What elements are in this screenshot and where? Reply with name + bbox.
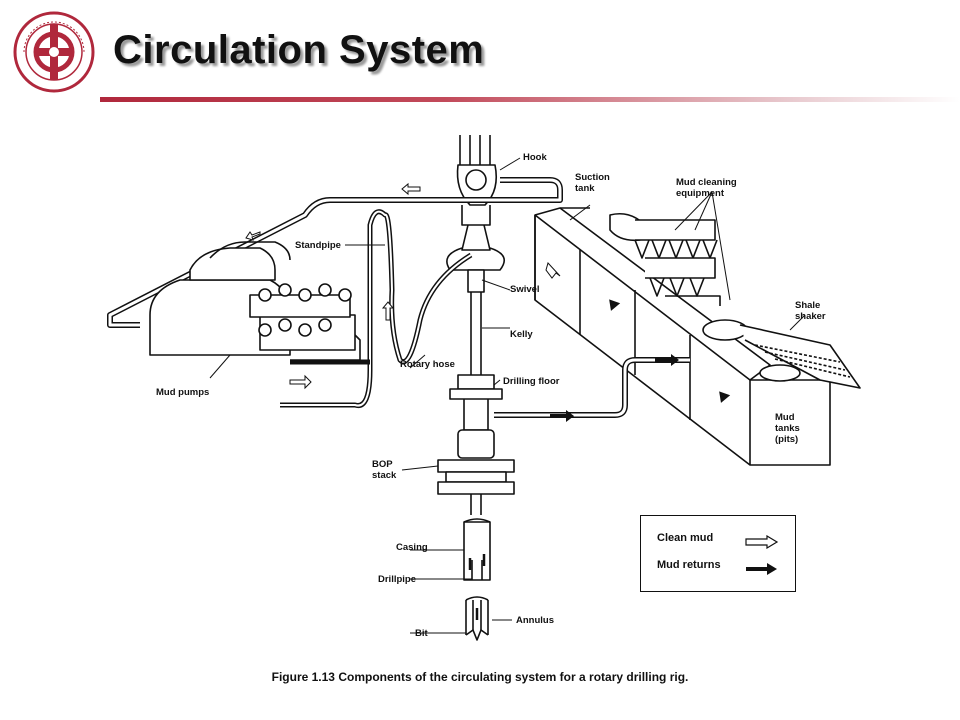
label-mud-cleaning-2: equipment	[676, 188, 725, 199]
label-annulus: Annulus	[516, 615, 554, 626]
mud-pumps-shape	[149, 241, 361, 361]
label-drilling-floor: Drilling floor	[503, 376, 560, 387]
page-title: Circulation System	[113, 28, 485, 72]
label-bop-stack-2: stack	[372, 470, 397, 481]
label-bop-stack: BOP	[372, 459, 393, 470]
label-shale-shaker-2: shaker	[795, 311, 826, 322]
label-kelly: Kelly	[510, 329, 533, 340]
mud-tanks-shape	[534, 207, 831, 466]
legend-clean-mud: Clean mud	[657, 532, 714, 544]
circulation-diagram: Hook Suction tank Mud cleaning equipment…	[107, 135, 861, 641]
label-suction-tank: Suction	[575, 172, 610, 183]
shale-shaker-shape	[702, 319, 861, 389]
legend-mud-returns: Mud returns	[657, 559, 721, 571]
label-standpipe: Standpipe	[295, 240, 341, 251]
mud-cleaning-shape	[609, 212, 721, 306]
label-mud-tanks-3: (pits)	[775, 434, 798, 445]
university-seal-icon	[13, 11, 95, 93]
hollow-arrow-icon	[745, 535, 779, 549]
label-suction-tank-2: tank	[575, 183, 595, 194]
drill-string	[437, 247, 515, 641]
label-casing: Casing	[396, 542, 428, 553]
label-bit: Bit	[415, 628, 429, 639]
label-rotary-hose: Rotary hose	[400, 359, 455, 370]
label-drillpipe: Drillpipe	[378, 574, 416, 585]
label-mud-tanks-2: tanks	[775, 423, 800, 434]
label-mud-cleaning: Mud cleaning	[676, 177, 737, 188]
hook-assembly	[456, 135, 498, 251]
label-swivel: Swivel	[510, 284, 540, 295]
legend: Clean mud Mud returns	[640, 515, 796, 592]
title-rule	[100, 97, 960, 102]
label-mud-tanks: Mud	[775, 412, 795, 423]
figure-caption: Figure 1.13 Components of the circulatin…	[271, 670, 689, 684]
label-hook: Hook	[523, 152, 547, 163]
label-mud-pumps: Mud pumps	[156, 387, 209, 398]
solid-arrow-icon	[746, 563, 777, 575]
label-shale-shaker: Shale	[795, 300, 820, 311]
diagram-labels: Hook Suction tank Mud cleaning equipment…	[156, 152, 826, 639]
